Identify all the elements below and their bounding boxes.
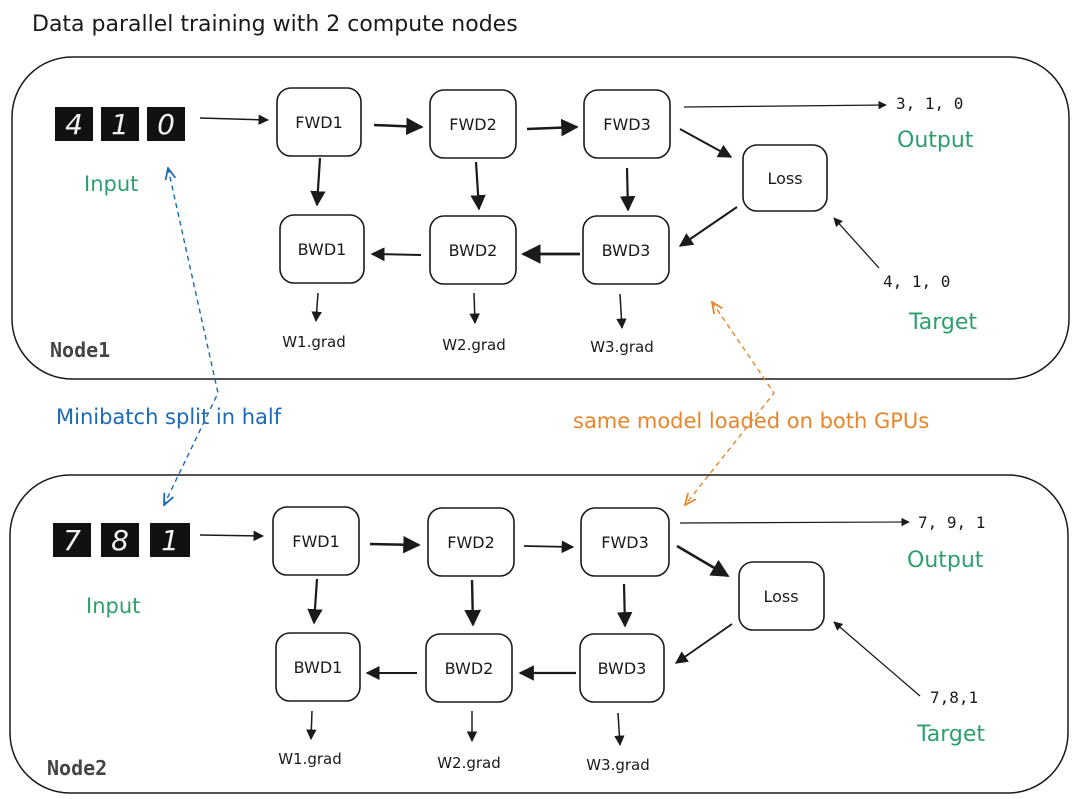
bwd1-label: BWD1 xyxy=(294,658,343,677)
arrow xyxy=(833,217,880,269)
fwd2-box xyxy=(427,507,515,577)
fwd1-box xyxy=(272,506,360,576)
arrow xyxy=(614,712,625,747)
node-2-group: Node2 7 8 1 Input FWD1 FWD2 FWD3 Loss BW… xyxy=(9,474,1069,794)
minibatch-split-arrow xyxy=(164,168,219,505)
arrow xyxy=(199,530,265,542)
fwd3-box xyxy=(583,89,671,159)
fwd3-label: FWD3 xyxy=(603,115,651,134)
minibatch-annotation: Minibatch split in half xyxy=(56,405,282,429)
arrow xyxy=(307,578,323,625)
arrow xyxy=(683,100,887,110)
fwd3-label: FWD3 xyxy=(601,533,649,552)
bwd2-box xyxy=(429,215,517,285)
node-2-target-value: 7,8,1 xyxy=(930,688,978,707)
node-2-arrows xyxy=(199,517,921,747)
node-2-label: Node2 xyxy=(47,756,107,780)
node-1-target-value: 4, 1, 0 xyxy=(883,272,950,291)
digit-image-value: 7 xyxy=(63,524,81,557)
diagram-title: Data parallel training with 2 compute no… xyxy=(32,12,518,37)
arrow xyxy=(199,114,270,125)
loss-box xyxy=(738,561,825,631)
bwd2-box xyxy=(425,633,513,703)
arrow xyxy=(311,292,322,323)
bwd2-label: BWD2 xyxy=(449,241,498,260)
arrow xyxy=(526,118,579,137)
node-1-input-label: Input xyxy=(84,172,138,196)
node-1-output-label: Output xyxy=(897,128,974,153)
bwd1-box xyxy=(279,214,365,284)
fwd2-label: FWD2 xyxy=(449,115,497,134)
arrow xyxy=(678,206,738,247)
arrow xyxy=(470,161,486,211)
arrow xyxy=(469,292,480,325)
fwd1-label: FWD1 xyxy=(292,532,340,551)
node-2-output-value: 7, 9, 1 xyxy=(918,513,985,532)
arrow xyxy=(679,128,733,158)
arrow xyxy=(616,293,627,330)
digit-image xyxy=(53,523,91,557)
bwd3-label: BWD3 xyxy=(598,659,647,678)
node-1-arrows xyxy=(199,100,887,330)
digit-image-value: 8 xyxy=(111,524,129,557)
node-1-input-digits: 4 1 0 xyxy=(55,107,185,141)
digit-image-value: 0 xyxy=(157,108,175,141)
arrow xyxy=(833,621,921,697)
loss-label: Loss xyxy=(763,587,798,606)
arrow xyxy=(619,167,636,212)
bwd3-label: BWD3 xyxy=(602,241,651,260)
node-1-group: Node1 4 1 0 Input FWD1 FWD2 FWD3 Loss BW… xyxy=(11,56,1070,380)
loss-label: Loss xyxy=(767,169,802,188)
node-1-output-value: 3, 1, 0 xyxy=(896,94,963,113)
digit-image xyxy=(147,107,185,141)
digit-image xyxy=(101,107,139,141)
node-2-input-digits: 7 8 1 xyxy=(53,523,190,557)
fwd1-label: FWD1 xyxy=(295,113,343,132)
w3-grad-label: W3.grad xyxy=(586,756,650,774)
arrow xyxy=(679,517,910,527)
node-2-input-label: Input xyxy=(86,594,140,618)
arrow xyxy=(373,117,424,136)
arrow xyxy=(306,710,317,741)
arrow xyxy=(464,579,482,627)
bwd3-box xyxy=(579,633,665,703)
w2-grad-label: W2.grad xyxy=(437,754,501,772)
node-2-container xyxy=(9,474,1069,794)
node-1-label: Node1 xyxy=(50,338,110,362)
arrow xyxy=(523,540,575,554)
arrow xyxy=(674,623,733,664)
bwd1-box xyxy=(275,632,361,702)
fwd1-box xyxy=(276,87,362,157)
digit-image-value: 4 xyxy=(65,108,83,141)
bwd3-box xyxy=(582,215,670,285)
arrow xyxy=(369,535,421,554)
arrow xyxy=(676,544,730,578)
node-2-output-label: Output xyxy=(907,548,984,573)
arrow xyxy=(370,247,422,262)
same-model-arrow xyxy=(685,302,775,505)
node-1-container xyxy=(11,56,1070,380)
fwd2-label: FWD2 xyxy=(447,533,495,552)
w1-grad-label: W1.grad xyxy=(278,750,342,768)
loss-box xyxy=(742,144,828,212)
w3-grad-label: W3.grad xyxy=(590,338,654,356)
fwd2-box xyxy=(429,89,517,159)
digit-image xyxy=(150,523,190,557)
digit-image-value: 1 xyxy=(161,524,179,557)
fwd3-box xyxy=(580,507,670,577)
digit-image-value: 1 xyxy=(111,108,129,141)
bwd1-label: BWD1 xyxy=(298,240,347,259)
digit-image xyxy=(101,523,139,557)
bwd2-label: BWD2 xyxy=(445,659,494,678)
w2-grad-label: W2.grad xyxy=(442,336,506,354)
node-2-target-label: Target xyxy=(916,722,985,747)
digit-image xyxy=(55,107,93,141)
arrow xyxy=(616,583,633,628)
arrow xyxy=(310,157,326,207)
node-1-target-label: Target xyxy=(908,310,977,335)
w1-grad-label: W1.grad xyxy=(282,333,346,351)
